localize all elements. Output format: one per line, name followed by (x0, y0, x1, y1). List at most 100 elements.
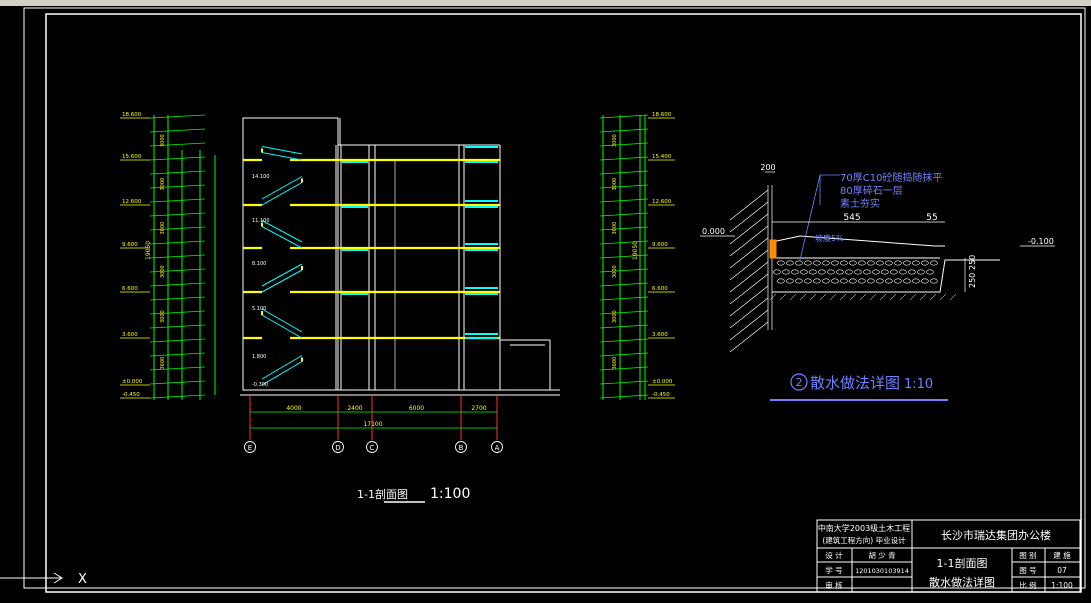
story-dim-right: 3000 (612, 222, 618, 235)
story-dim-right: 3000 (612, 178, 618, 191)
story-dim-left: 3000 (160, 310, 166, 323)
bay-dimension: 4000 (286, 405, 301, 412)
facade-windows (341, 146, 498, 339)
application-toolbar-strip (0, 0, 1091, 6)
apron-section (769, 235, 1000, 293)
story-dim-left: 3000 (160, 134, 166, 147)
detail-drawing-apron[interactable]: 70厚C10砼随捣随抹平 80厚碎石一层 素土夯实 坡度5% 200 545 5… (700, 163, 1055, 401)
detail-note-2: 80厚碎石一层 (840, 184, 903, 197)
title-block[interactable]: 中南大学2003级土木工程 (建筑工程方向) 毕业设计 长沙市瑞达集团办公楼 1… (816, 519, 1081, 593)
total-height-left: 19050 (145, 241, 152, 260)
landing-elevation-label: 8.100 (252, 261, 266, 267)
detail-note-3: 素土夯实 (840, 197, 880, 210)
landing-elevation-label: -0.300 (252, 382, 268, 388)
elevation-label-left: 15.600 (122, 154, 142, 160)
elevation-label-right: -0.450 (652, 392, 670, 398)
elevation-label-left: 3.600 (122, 332, 138, 338)
landing-elevation-label: 14.100 (252, 174, 270, 180)
axis-bubble (491, 441, 503, 453)
sheet-frame (23, 7, 1086, 593)
detail-elev-neg: -0.100 (1028, 237, 1054, 246)
drawing-type-value: 建 施 (1053, 550, 1071, 560)
row-label-student-id: 学 号 (825, 565, 842, 575)
detail-note-1: 70厚C10砼随捣随抹平 (840, 171, 942, 184)
detail-dim-55: 55 (926, 213, 937, 223)
story-dim-left: 3000 (160, 222, 166, 235)
story-dim-right: 3000 (612, 310, 618, 323)
elevation-label-left: -0.450 (122, 392, 140, 398)
detail-dim-250b: 250 (968, 255, 977, 270)
title-drawing-name-2: 散水做法详图 (929, 575, 995, 589)
bay-dimension: 2400 (347, 405, 362, 412)
elevation-label-right: 9.600 (652, 242, 668, 248)
elevation-label-left: 9.600 (122, 242, 138, 248)
story-dim-right: 3000 (612, 265, 618, 278)
scale-value: 1:100 (1051, 581, 1073, 590)
elevation-label-left: 18.600 (122, 112, 142, 118)
row-label-design: 设 计 (825, 550, 843, 560)
axis-label: E (248, 444, 252, 452)
elevation-label-right: 12.600 (652, 199, 672, 205)
ucs-x-label: X (78, 572, 87, 587)
axis-bubble (455, 441, 467, 453)
landing-elevation-label: 11.100 (252, 218, 270, 224)
floor-slabs (243, 158, 500, 340)
elevation-label-right: 15.400 (652, 154, 672, 160)
detail-leaders (799, 174, 840, 261)
story-dim-left: 3000 (160, 178, 166, 191)
story-dim-right: 3600 (612, 357, 618, 370)
title-project: 长沙市瑞达集团办公楼 (941, 528, 1051, 542)
right-dimension-column: 18.60015.40012.6009.6006.6003.600±0.000-… (599, 112, 675, 400)
axis-label: D (335, 444, 340, 452)
section-title: 1-1剖面图 (357, 487, 408, 501)
bay-dimension: 2700 (471, 405, 486, 412)
section-1-1-drawing[interactable]: 18.600 15.600 12.600 9.600 6.600 3.600 ±0.000 -… (120, 112, 675, 503)
stair-section (261, 146, 303, 386)
elevation-label-right: 18.600 (652, 112, 672, 118)
detail-dim-545: 545 (843, 213, 860, 223)
elevation-label-left: 6.600 (122, 286, 138, 292)
soil-hatch (769, 293, 957, 301)
landing-elevation-label: 5.100 (252, 306, 266, 312)
story-dim-left: 3000 (160, 265, 166, 278)
cad-drawing-canvas[interactable]: 18.600 15.600 12.600 9.600 6.600 3.600 ±0.000 -… (0, 6, 1091, 599)
sheet-no-label: 图 号 (1019, 566, 1036, 575)
detail-scale: 1:10 (904, 377, 933, 392)
total-height-right: 19050 (632, 241, 639, 260)
story-dim-left: 3600 (160, 357, 166, 370)
detail-number-circle (790, 373, 808, 391)
title-subtitle: (建筑工程方向) 毕业设计 (822, 535, 906, 545)
bay-dimension: 6000 (409, 405, 424, 412)
axis-bubble (244, 441, 256, 453)
title-school: 中南大学2003级土木工程 (818, 523, 910, 533)
gravel-layer (773, 260, 938, 284)
wall-hatch (729, 185, 773, 353)
horizontal-dimensions (250, 411, 497, 429)
scale-label: 比 例 (1019, 580, 1036, 590)
axis-label: B (459, 444, 464, 452)
axis-label: C (370, 444, 375, 452)
structural-columns (335, 145, 465, 390)
elevation-label-left: ±0.000 (122, 379, 143, 385)
axis-label: A (495, 444, 500, 452)
detail-title: 散水做法详图 (810, 374, 900, 392)
landing-elevation-label: 1.800 (252, 354, 266, 360)
left-dimension-column: 18.600 15.600 12.600 9.600 6.600 3.600 ±0.000 -… (120, 112, 216, 400)
detail-dim-200: 200 (760, 163, 775, 172)
total-width-dim: 17100 (363, 421, 382, 428)
elevation-label-right: ±0.000 (652, 379, 673, 385)
axis-lines (249, 395, 498, 440)
detail-elev-0: 0.000 (702, 227, 725, 236)
elevation-label-right: 3.600 (652, 332, 668, 338)
detail-number: 2 (796, 376, 803, 389)
title-drawing-name-1: 1-1剖面图 (937, 556, 988, 570)
elevation-label-left: 12.600 (122, 199, 142, 205)
sheet-no-value: 07 (1057, 566, 1067, 575)
detail-dim-250a: 250 (968, 273, 977, 288)
student-id-value: 1201030103914 (855, 567, 909, 575)
drawing-type-label: 图 别 (1019, 551, 1036, 560)
story-dim-right: 3000 (612, 134, 618, 147)
section-scale: 1:100 (430, 486, 470, 502)
detail-slope-note: 坡度5% (815, 233, 844, 243)
building-outline (240, 117, 560, 396)
